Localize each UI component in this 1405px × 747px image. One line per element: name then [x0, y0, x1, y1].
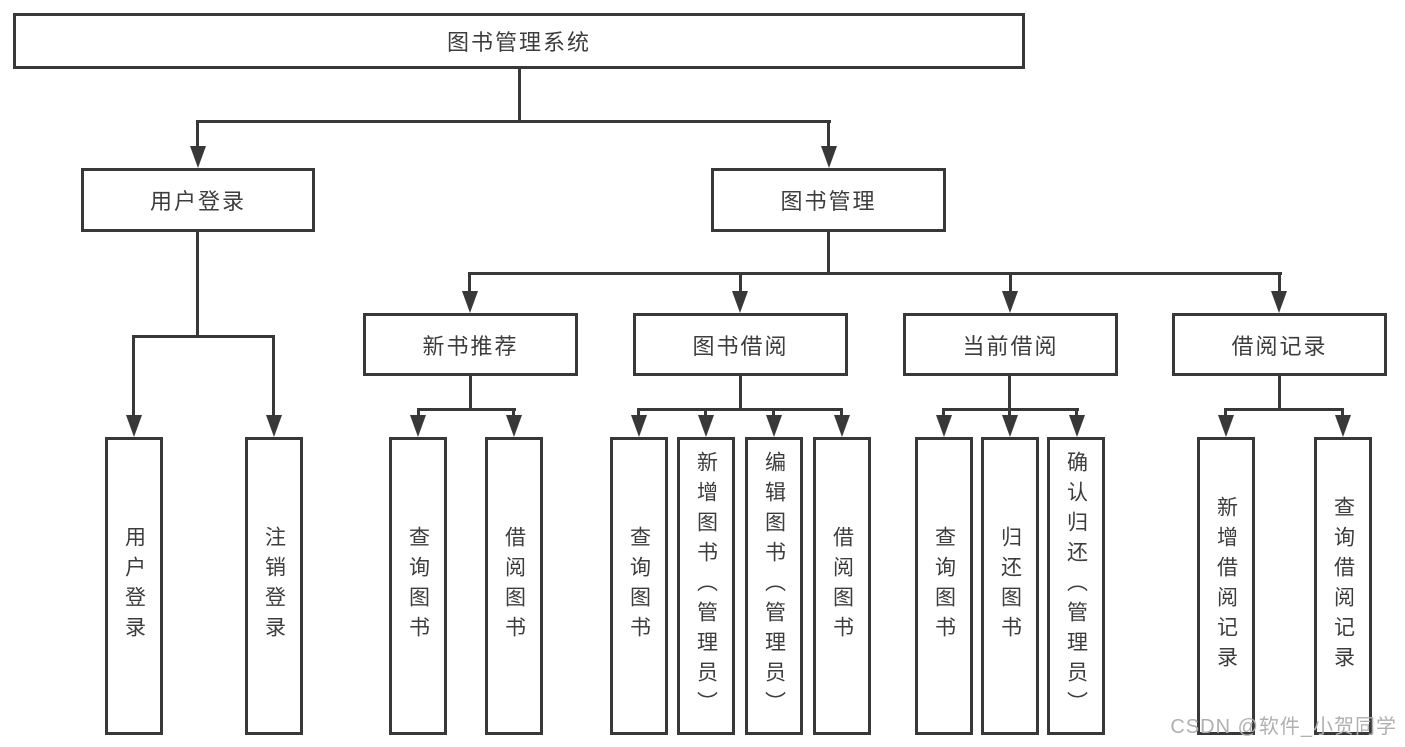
connector-line [1224, 408, 1227, 417]
arrow-down-icon [698, 415, 714, 437]
node-book-borrow: 图书借阅 [633, 313, 848, 376]
connector-line [739, 272, 742, 293]
arrow-down-icon [190, 146, 206, 168]
connector-line [468, 272, 471, 293]
connector-line [637, 408, 640, 417]
connector-line [827, 232, 830, 275]
node-add-book-admin: 新增图书（管理员） [677, 437, 735, 735]
arrow-down-icon [1002, 291, 1018, 313]
node-label: 图书管理 [780, 189, 877, 214]
node-book-management: 图书管理 [711, 168, 946, 232]
connector-line [1224, 408, 1344, 411]
connector-line [942, 408, 945, 417]
node-label: 编辑图书（管理员） [762, 451, 786, 721]
arrow-down-icon [821, 146, 837, 168]
node-user-login: 用户登录 [81, 168, 315, 232]
connector-line [739, 376, 742, 410]
node-borrow-records: 借阅记录 [1172, 313, 1387, 376]
node-new-book-recommend: 新书推荐 [363, 313, 578, 376]
node-query-books-borrow: 查询图书 [610, 437, 668, 735]
node-label: 查询图书 [406, 526, 430, 646]
node-borrow-books-leaf: 借阅图书 [813, 437, 871, 735]
node-return-book: 归还图书 [981, 437, 1039, 735]
node-label: 归还图书 [998, 526, 1022, 646]
connector-line [1009, 272, 1012, 293]
connector-line [704, 408, 707, 417]
node-confirm-return-admin: 确认归还（管理员） [1047, 437, 1105, 735]
connector-line [417, 408, 516, 411]
arrow-down-icon [1002, 415, 1018, 437]
node-add-borrow-record: 新增借阅记录 [1197, 437, 1255, 735]
node-label: 新增图书（管理员） [694, 451, 718, 721]
node-label: 当前借阅 [962, 333, 1059, 359]
connector-line [272, 335, 275, 417]
arrow-down-icon [732, 291, 748, 313]
node-query-borrow-record: 查询借阅记录 [1314, 437, 1372, 735]
node-label: 确认归还（管理员） [1064, 451, 1088, 721]
connector-line [840, 408, 843, 417]
node-label: 借阅记录 [1231, 333, 1328, 359]
arrow-down-icon [1335, 415, 1351, 437]
connector-line [196, 232, 199, 338]
connector-line [196, 120, 199, 148]
arrow-down-icon [766, 415, 782, 437]
connector-line [1341, 408, 1344, 417]
connector-line [827, 120, 830, 148]
node-label: 借阅图书 [502, 526, 526, 646]
connector-line [196, 120, 831, 123]
connector-line [417, 408, 420, 417]
node-query-books-recommend: 查询图书 [389, 437, 447, 735]
csdn-watermark: CSDN @软件_小贺同学 [1170, 716, 1397, 738]
node-logout: 注销登录 [245, 437, 303, 735]
connector-line [512, 408, 515, 417]
connector-line [637, 408, 842, 411]
arrow-down-icon [462, 291, 478, 313]
node-library-management-system: 图书管理系统 [13, 13, 1025, 69]
arrow-down-icon [410, 415, 426, 437]
connector-line [1008, 376, 1011, 410]
node-label: 图书借阅 [692, 333, 789, 359]
connector-line [132, 335, 135, 417]
connector-line [1278, 272, 1281, 293]
node-label: 新书推荐 [422, 333, 519, 359]
arrow-down-icon [834, 415, 850, 437]
arrow-down-icon [1218, 415, 1234, 437]
arrow-down-icon [1069, 415, 1085, 437]
node-label: 新增借阅记录 [1214, 496, 1238, 676]
node-label: 用户登录 [149, 189, 246, 214]
connector-line [1278, 376, 1281, 410]
node-user-login-leaf: 用户登录 [105, 437, 163, 735]
arrow-down-icon [1271, 291, 1287, 313]
node-label: 用户登录 [122, 526, 146, 646]
node-edit-book-admin: 编辑图书（管理员） [745, 437, 803, 735]
arrow-down-icon [936, 415, 952, 437]
arrow-down-icon [126, 415, 142, 437]
arrow-down-icon [631, 415, 647, 437]
node-label: 图书管理系统 [446, 30, 591, 55]
arrow-down-icon [506, 415, 522, 437]
node-current-borrow: 当前借阅 [903, 313, 1118, 376]
arrow-down-icon [266, 415, 282, 437]
connector-line [1008, 408, 1011, 417]
connector-line [132, 335, 275, 338]
node-label: 查询图书 [932, 526, 956, 646]
connector-line [518, 69, 521, 122]
node-label: 借阅图书 [830, 526, 854, 646]
connector-line [1075, 408, 1078, 417]
node-label: 查询借阅记录 [1331, 496, 1355, 676]
node-label: 注销登录 [262, 526, 286, 646]
connector-line [772, 408, 775, 417]
connector-line [468, 272, 1282, 275]
node-query-books-current: 查询图书 [915, 437, 973, 735]
node-borrow-books-recommend: 借阅图书 [485, 437, 543, 735]
connector-line [469, 376, 472, 410]
node-label: 查询图书 [627, 526, 651, 646]
